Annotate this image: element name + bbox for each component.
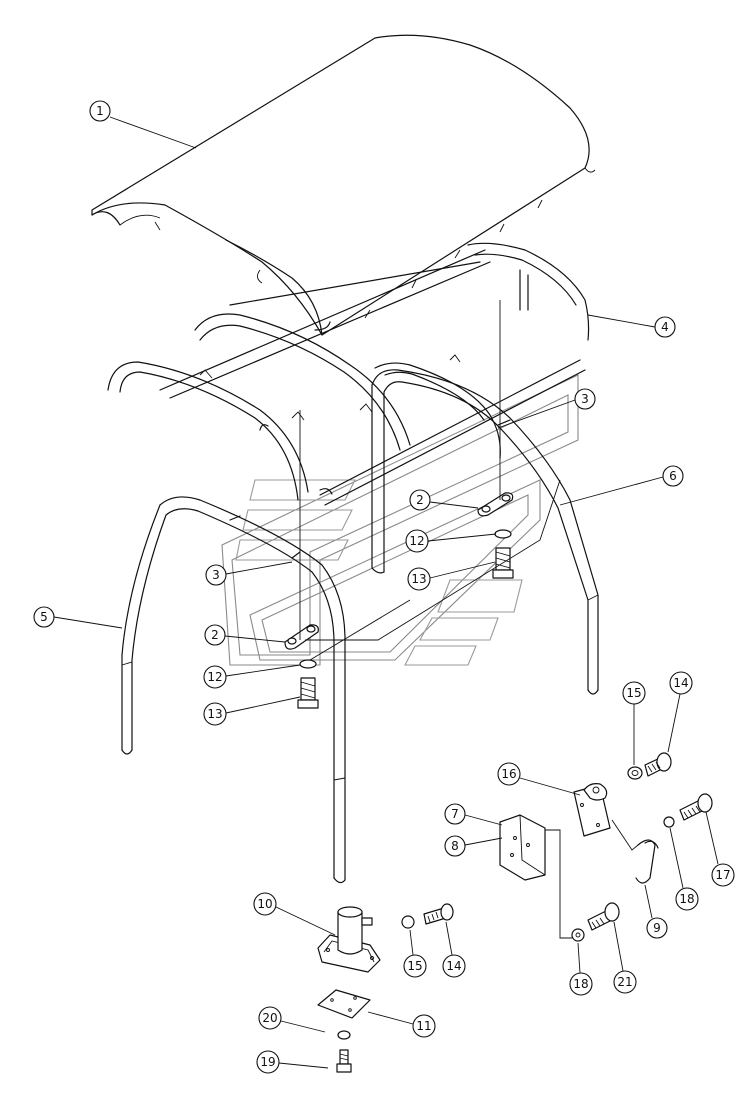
assembly-lines (299, 300, 561, 661)
callout-3a: 3 (497, 388, 596, 429)
mount-plate-lower (284, 624, 319, 709)
base-plate (317, 989, 371, 1019)
svg-text:1: 1 (96, 104, 104, 118)
svg-text:15: 15 (407, 959, 422, 973)
svg-text:14: 14 (673, 676, 688, 690)
svg-text:14: 14 (446, 959, 461, 973)
svg-text:18: 18 (679, 892, 694, 906)
svg-text:12: 12 (409, 534, 424, 548)
callout-14a: 14 (667, 671, 693, 753)
svg-text:5: 5 (40, 610, 48, 624)
callout-12a: 12 (405, 529, 497, 553)
svg-text:17: 17 (715, 868, 730, 882)
callout-7: 7 (444, 803, 503, 826)
callout-9: 9 (644, 884, 668, 939)
callout-14b: 14 (442, 921, 466, 978)
roof-frame (107, 242, 590, 506)
svg-text:13: 13 (411, 572, 426, 586)
callout-18b: 18 (569, 942, 593, 996)
callout-1: 1 (89, 100, 197, 149)
callout-16: 16 (497, 762, 581, 796)
callout-12b: 12 (203, 664, 301, 689)
callout-21: 21 (613, 921, 637, 994)
callout-2a: 2 (409, 489, 479, 511)
callout-13b: 13 (203, 696, 301, 726)
callout-15b: 15 (403, 929, 427, 978)
roll-bar-right (371, 369, 599, 695)
svg-text:19: 19 (260, 1055, 275, 1069)
callout-8: 8 (444, 835, 503, 857)
callout-18a: 18 (669, 827, 699, 911)
callout-2b: 2 (204, 624, 286, 646)
callout-11: 11 (367, 1011, 436, 1038)
base-socket (317, 906, 381, 973)
svg-text:4: 4 (661, 320, 669, 334)
bracket-assembly (499, 783, 659, 939)
svg-text:3: 3 (581, 392, 589, 406)
svg-text:7: 7 (451, 807, 459, 821)
callout-20: 20 (258, 1006, 326, 1033)
callout-10: 10 (253, 892, 336, 936)
svg-text:16: 16 (501, 767, 516, 781)
callout-19: 19 (256, 1050, 329, 1074)
callout-15a: 15 (622, 681, 646, 765)
svg-text:8: 8 (451, 839, 459, 853)
svg-text:21: 21 (617, 975, 632, 989)
svg-text:18: 18 (573, 977, 588, 991)
svg-text:15: 15 (626, 686, 641, 700)
svg-text:9: 9 (653, 921, 661, 935)
bolts-washers (401, 752, 713, 942)
callout-13a: 13 (407, 561, 496, 591)
canopy-roof (91, 34, 596, 336)
base-bolt (336, 1030, 352, 1073)
callout-5: 5 (33, 606, 123, 629)
svg-text:2: 2 (211, 628, 219, 642)
svg-text:2: 2 (416, 493, 424, 507)
svg-text:11: 11 (416, 1019, 431, 1033)
svg-text:12: 12 (207, 670, 222, 684)
callouts: 1 4 3 6 2 12 13 3 5 2 12 13 15 14 16 7 8… (33, 100, 735, 1074)
svg-text:3: 3 (212, 568, 220, 582)
svg-text:6: 6 (669, 469, 677, 483)
callout-17: 17 (705, 811, 735, 887)
svg-text:10: 10 (257, 897, 272, 911)
callout-6: 6 (559, 465, 684, 506)
svg-text:20: 20 (262, 1011, 277, 1025)
svg-text:13: 13 (207, 707, 222, 721)
callout-3b: 3 (205, 561, 293, 586)
roll-bar-left (121, 496, 346, 884)
callout-4: 4 (587, 314, 676, 338)
